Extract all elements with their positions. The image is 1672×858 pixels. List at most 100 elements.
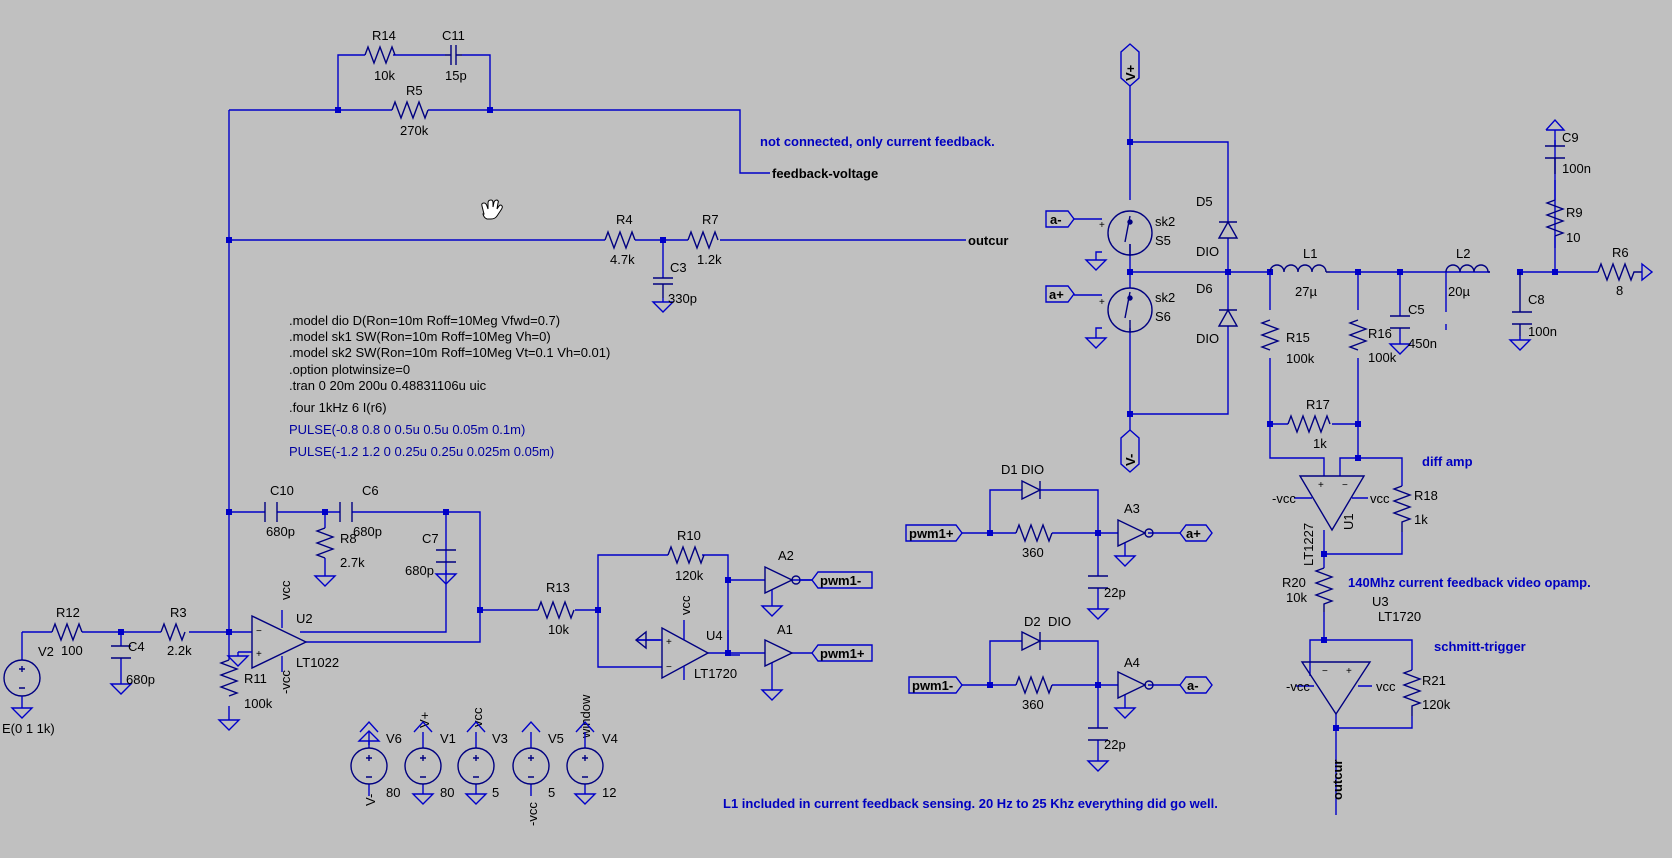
R21-resistor[interactable]: R21 120k: [1402, 669, 1451, 716]
R18-ref: R18: [1414, 488, 1438, 503]
U1-value: LT1227: [1301, 523, 1316, 566]
R9-ref: R9: [1566, 205, 1583, 220]
net-flag-pwm1m-in: pwm1-: [908, 676, 963, 694]
C8-capacitor[interactable]: C8 100n: [1509, 272, 1557, 351]
C-deadtime-1[interactable]: 22p: [1087, 575, 1126, 620]
U2-opamp[interactable]: − + vcc -vcc U2 LT1022: [227, 580, 339, 694]
R16-ref: R16: [1368, 326, 1392, 341]
V3-ref: V3: [492, 731, 508, 746]
D6-diode[interactable]: D6 DIO: [1196, 281, 1239, 346]
comment-diff-amp: diff amp: [1422, 454, 1473, 469]
directive-6: .four 1kHz 6 I(r6): [289, 400, 387, 415]
R-deadtime-2[interactable]: 360: [1015, 675, 1053, 712]
R10-resistor[interactable]: R10 120k: [667, 528, 705, 583]
R14-value: 10k: [374, 68, 395, 83]
svg-text:−: −: [1342, 480, 1348, 491]
U4-comparator[interactable]: + − vcc U4 LT1720: [634, 595, 737, 681]
V5-source[interactable]: V5 5 -vcc: [512, 731, 564, 826]
A2-inverter[interactable]: A2: [761, 548, 812, 617]
R8-resistor[interactable]: R8 2.7k: [314, 527, 365, 587]
C10-ref: C10: [270, 483, 294, 498]
C3-ref: C3: [670, 260, 687, 275]
L1-inductor[interactable]: L1 27µ: [1269, 246, 1330, 299]
A2-ref: A2: [778, 548, 794, 563]
A4-buffer[interactable]: A4: [1114, 655, 1154, 719]
S6-switch[interactable]: + sk2 S6: [1074, 287, 1175, 349]
R5-value: 270k: [400, 123, 429, 138]
C4-capacitor[interactable]: C4 680p: [110, 639, 155, 695]
A1-buffer[interactable]: A1: [761, 622, 794, 701]
pulse-1: PULSE(-0.8 0.8 0 0.5u 0.5u 0.05m 0.1m): [289, 422, 525, 437]
C4-value: 680p: [126, 672, 155, 687]
R4-ref: R4: [616, 212, 633, 227]
C11-capacitor[interactable]: C11 15p: [442, 28, 467, 83]
R6-resistor[interactable]: R6 8: [1597, 245, 1654, 298]
D2-diode[interactable]: D2 DIO: [1021, 614, 1071, 652]
V4-value: 12: [602, 785, 616, 800]
S6-model: sk2: [1155, 290, 1175, 305]
V1-source[interactable]: V1 80 V+: [404, 712, 456, 805]
spice-directives: .model dio D(Ron=10m Roff=10Meg Vfwd=0.7…: [289, 313, 610, 459]
U3-value: LT1720: [1378, 609, 1421, 624]
R7-resistor[interactable]: R7 1.2k: [687, 212, 722, 267]
svg-text:+: +: [1099, 220, 1105, 231]
R17-resistor[interactable]: R17 1k: [1287, 397, 1331, 451]
C3-capacitor[interactable]: C3 330p: [652, 260, 697, 313]
V2-source[interactable]: V2 E(0 1 1k): [2, 644, 55, 736]
U1-mvcc: -vcc: [1272, 491, 1296, 506]
C6-capacitor[interactable]: C6 680p: [339, 483, 382, 539]
R3-resistor[interactable]: R3 2.2k: [160, 605, 192, 658]
U1-opamp[interactable]: -vcc vcc U1 LT1227 + −: [1272, 475, 1390, 566]
R5-ref: R5: [406, 83, 423, 98]
svg-text:−: −: [1322, 666, 1328, 677]
R13-resistor[interactable]: R13 10k: [537, 580, 575, 637]
D6-ref: D6: [1196, 281, 1213, 296]
R12-resistor[interactable]: R12 100: [51, 605, 83, 658]
D5-diode[interactable]: D5 DIO: [1196, 194, 1239, 259]
svg-text:+: +: [666, 637, 672, 648]
U2-mvcc: -vcc: [278, 670, 293, 694]
svg-text:+: +: [1318, 480, 1324, 491]
A4-ref: A4: [1124, 655, 1140, 670]
svg-text:V+: V+: [1123, 64, 1138, 81]
R4-resistor[interactable]: R4 4.7k: [604, 212, 636, 267]
directive-5: .tran 0 20m 200u 0.48831106u uic: [289, 378, 487, 393]
R11-resistor[interactable]: R11 100k: [218, 659, 273, 731]
C9-capacitor[interactable]: C9 100n: [1545, 118, 1591, 176]
R15-resistor[interactable]: R15 100k: [1260, 319, 1315, 366]
R20-resistor[interactable]: R20 10k: [1282, 567, 1334, 612]
R6-value: 8: [1616, 283, 1623, 298]
V3-source[interactable]: V3 5 vcc: [457, 707, 508, 805]
R8-ref: R8: [340, 531, 357, 546]
C-deadtime-1-value: 22p: [1104, 585, 1126, 600]
deadtime-circuit-1: [962, 489, 1180, 605]
C-deadtime-2[interactable]: 22p: [1087, 727, 1126, 772]
R-deadtime-1[interactable]: 360: [1015, 523, 1053, 560]
R21-value: 120k: [1422, 697, 1451, 712]
V4-source[interactable]: V4 12: [566, 731, 618, 805]
R16-resistor[interactable]: R16 100k: [1348, 319, 1397, 365]
V5-net: -vcc: [525, 802, 540, 826]
V6-source[interactable]: V6 80 V-: [350, 730, 402, 806]
V3-net: vcc: [470, 707, 485, 727]
directive-1: .model dio D(Ron=10m Roff=10Meg Vfwd=0.7…: [289, 313, 560, 328]
R11-value: 100k: [244, 696, 273, 711]
deadtime-circuit-2: [962, 640, 1180, 757]
C5-ref: C5: [1408, 302, 1425, 317]
C10-capacitor[interactable]: C10 680p: [264, 483, 295, 539]
C7-capacitor[interactable]: C7 680p: [405, 531, 457, 585]
D1-diode[interactable]: D1 DIO: [1001, 462, 1044, 501]
C9-ref: C9: [1562, 130, 1579, 145]
U1-ref: U1: [1341, 513, 1356, 530]
L2-inductor[interactable]: L2 20µ: [1445, 246, 1490, 299]
R5-resistor[interactable]: R5 270k: [391, 83, 429, 138]
C7-ref: C7: [422, 531, 439, 546]
R14-resistor[interactable]: R14 10k: [364, 28, 396, 83]
U3-comparator[interactable]: -vcc vcc − +: [1286, 661, 1396, 716]
S5-switch[interactable]: + sk2 S5: [1074, 210, 1175, 271]
R18-resistor[interactable]: R18 1k: [1392, 485, 1438, 532]
C5-capacitor[interactable]: C5 450n: [1389, 302, 1437, 355]
R9-resistor[interactable]: R9 10: [1545, 174, 1583, 248]
A3-buffer[interactable]: A3: [1114, 501, 1154, 567]
